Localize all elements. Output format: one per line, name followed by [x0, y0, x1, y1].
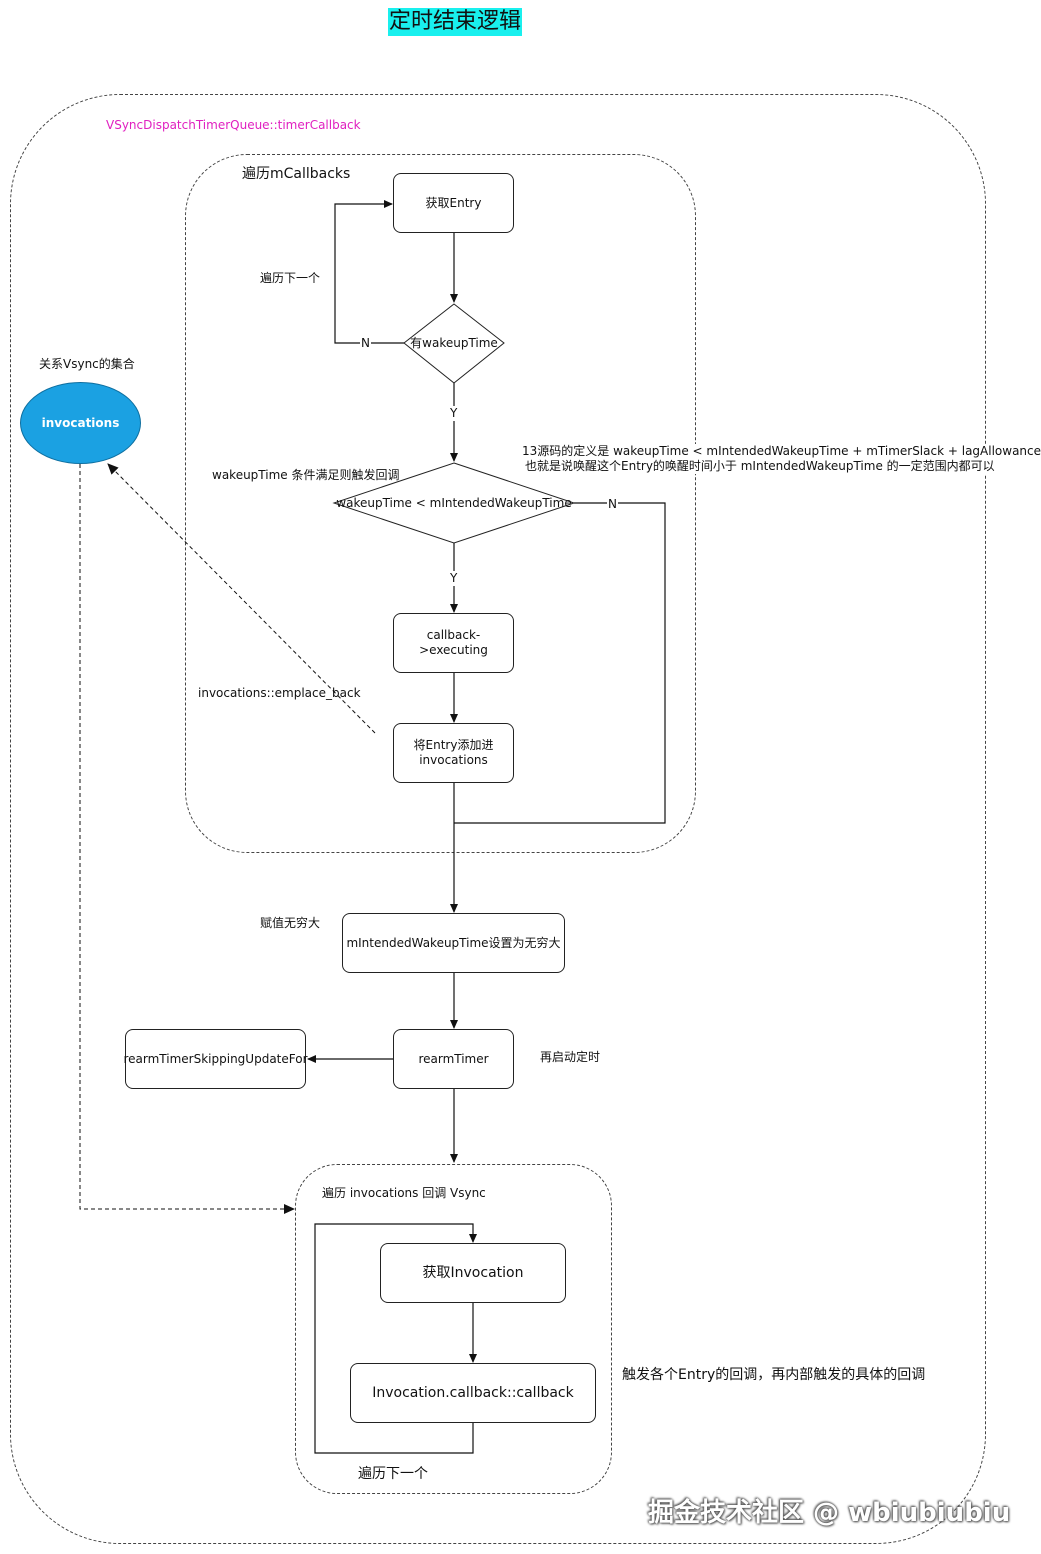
callbacks-loop-region	[185, 154, 696, 853]
restart-timer-label: 再启动定时	[540, 1050, 601, 1064]
edge-no-label-1: N	[360, 336, 371, 351]
assign-infinite-label: 赋值无穷大	[260, 916, 321, 930]
set-infinite-node: mIntendedWakeupTime设置为无穷大	[342, 913, 565, 973]
next-one-label: 遍历下一个	[260, 271, 321, 285]
add-entry-line1: 将Entry添加进	[413, 738, 494, 752]
rearm-timer-node: rearmTimer	[393, 1029, 514, 1089]
callbacks-loop-label: 遍历mCallbacks	[242, 166, 351, 182]
diagram-title: 定时结束逻辑	[388, 8, 523, 36]
has-wakeup-label: 有wakeupTime	[410, 336, 498, 350]
watermark: 掘金技术社区 @ wbiubiubiu	[648, 1498, 1011, 1528]
trigger-note: 触发各个Entry的回调，再内部触发的具体的回调	[622, 1367, 926, 1383]
emplace-back-label: invocations::emplace_back	[198, 686, 361, 700]
invocations-loop-label: 遍历 invocations 回调 Vsync	[322, 1186, 486, 1200]
outer-region	[10, 94, 986, 1544]
invocations-loop-region	[295, 1164, 612, 1494]
get-invocation-node: 获取Invocation	[380, 1243, 566, 1303]
wakeup-compare-label: wakeupTime < mIntendedWakeupTime	[336, 496, 572, 510]
get-entry-node: 获取Entry	[393, 173, 514, 233]
edge-no-label-2: N	[607, 497, 618, 512]
source-note-line2: 也就是说唤醒这个Entry的唤醒时间小于 mIntendedWakeupTime…	[525, 459, 995, 474]
add-entry-node: 将Entry添加进 invocations	[393, 723, 514, 783]
edge-layer	[79, 200, 666, 1454]
condition-note: wakeupTime 条件满足则触发回调	[212, 468, 400, 482]
add-entry-line2: invocations	[419, 753, 488, 767]
source-note-line1: 13源码的定义是 wakeupTime < mIntendedWakeupTim…	[522, 444, 1041, 459]
edge-yes-label-2: Y	[449, 571, 459, 586]
outer-region-label: VSyncDispatchTimerQueue::timerCallback	[106, 118, 361, 132]
rearm-skipping-node: rearmTimerSkippingUpdateFor	[123, 1029, 308, 1089]
next-one-bottom-label: 遍历下一个	[358, 1466, 428, 1482]
vsync-set-label: 关系Vsync的集合	[39, 357, 135, 371]
invocation-callback-node: Invocation.callback::callback	[350, 1363, 596, 1423]
edge-yes-label-1: Y	[449, 406, 459, 421]
invocations-ellipse: invocations	[20, 382, 141, 464]
callback-executing-node: callback->executing	[393, 613, 514, 673]
